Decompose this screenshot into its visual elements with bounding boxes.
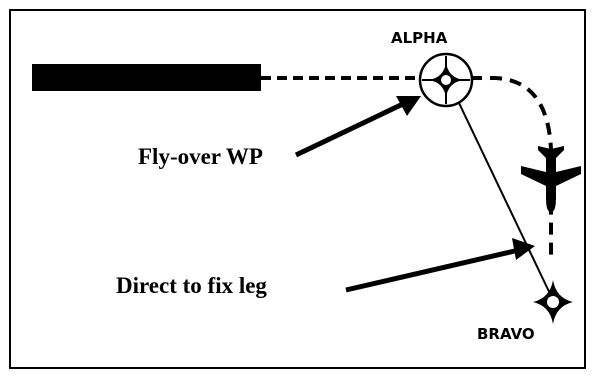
waypoint-label-bravo: BRAVO: [477, 325, 535, 343]
inbound-leg-bar: [32, 64, 261, 91]
waypoint-label-alpha: ALPHA: [391, 29, 448, 47]
airplane-icon: [521, 146, 581, 212]
direct-to-fix-callout-arrow: [345, 238, 535, 293]
callout-label-flyover: Fly-over WP: [138, 144, 263, 169]
diagram-frame: [9, 9, 586, 369]
flyover-waypoint-icon: [418, 52, 474, 108]
callout-label-direct-to-fix: Direct to fix leg: [116, 273, 267, 298]
flyover-turn-path: [470, 76, 553, 262]
direct-to-fix-line: [448, 81, 554, 301]
flyby-waypoint-icon: [533, 280, 573, 324]
flyover-callout-arrow: [294, 96, 421, 158]
